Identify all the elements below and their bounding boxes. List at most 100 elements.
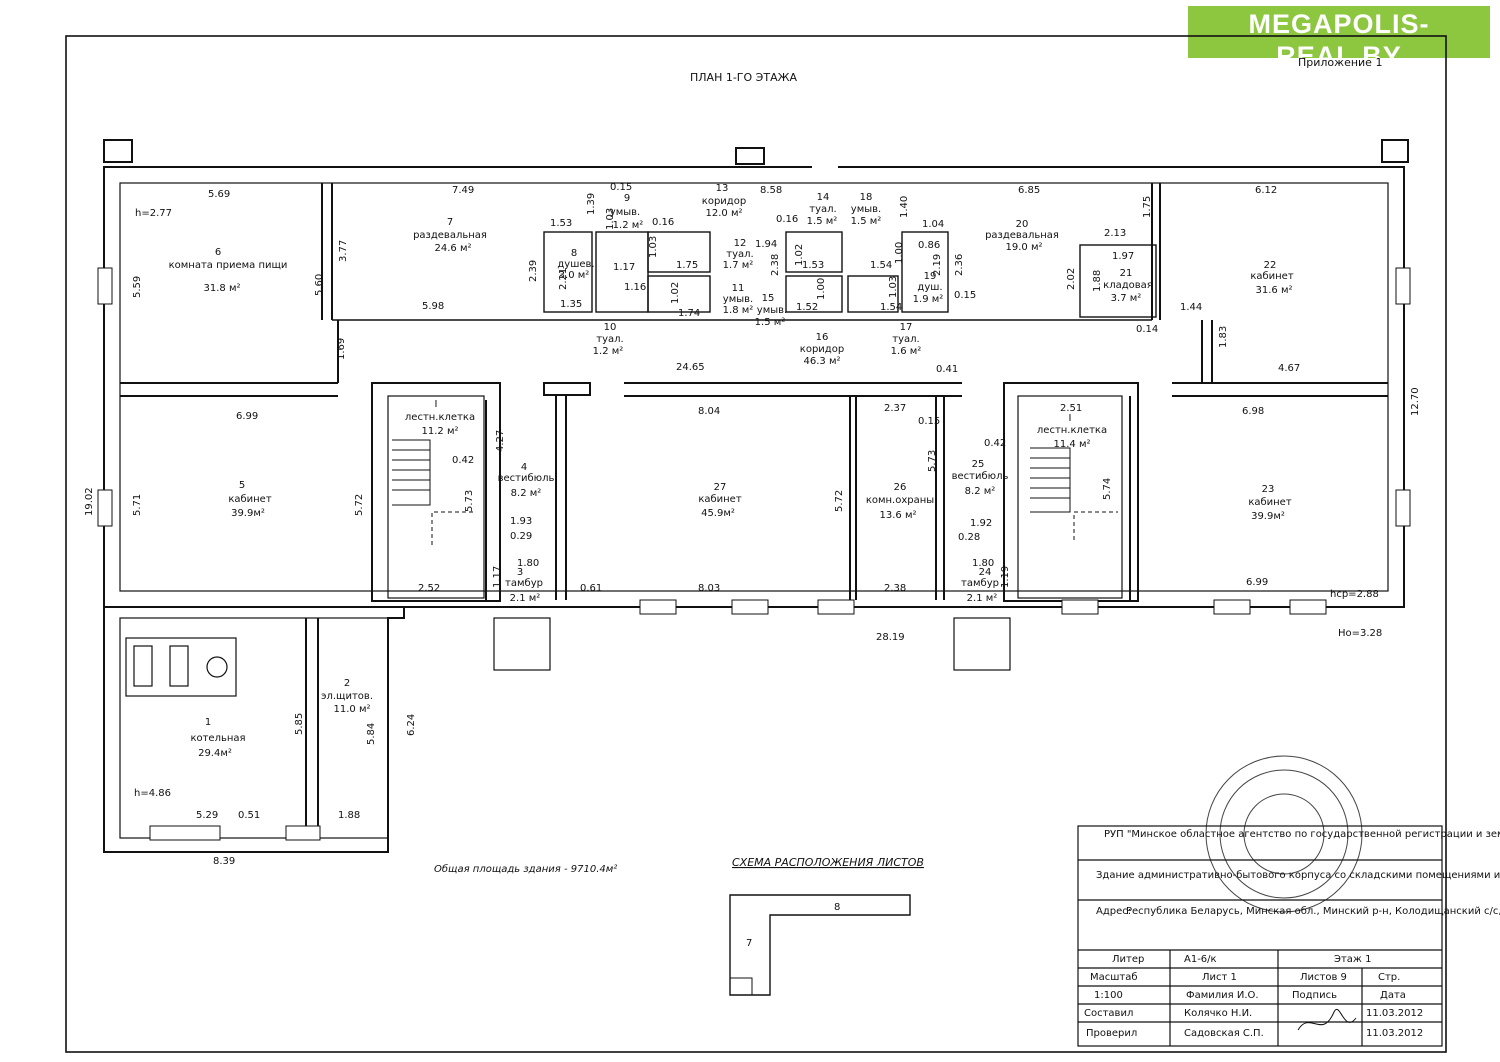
svg-text:душ.: душ. [917,282,942,293]
svg-text:1: 1 [205,717,211,728]
svg-text:туал.: туал. [726,249,753,260]
scheme-title: СХЕМА РАСПОЛОЖЕНИЯ ЛИСТОВ [732,856,924,869]
svg-text:h=4.86: h=4.86 [134,788,171,799]
svg-text:1.44: 1.44 [1180,302,1202,313]
svg-text:кабинет: кабинет [1250,271,1294,282]
svg-text:Фамилия И.О.: Фамилия И.О. [1186,990,1259,1001]
svg-text:1.03: 1.03 [648,236,659,258]
svg-text:Адрес:: Адрес: [1096,906,1131,917]
svg-text:1.7 м²: 1.7 м² [723,260,754,271]
svg-text:1.80: 1.80 [517,558,539,569]
svg-text:0.16: 0.16 [652,217,674,228]
svg-text:2.36: 2.36 [954,254,965,276]
svg-text:2.19: 2.19 [932,254,943,276]
svg-text:8.03: 8.03 [698,583,720,594]
svg-text:умыв.: умыв. [757,305,787,316]
svg-text:2.13: 2.13 [1104,228,1126,239]
svg-text:2.51: 2.51 [1060,403,1082,414]
svg-text:5.84: 5.84 [366,723,377,745]
svg-text:Проверил: Проверил [1086,1028,1137,1039]
svg-text:6.99: 6.99 [1246,577,1268,588]
svg-text:Колячко Н.И.: Колячко Н.И. [1184,1008,1252,1019]
svg-text:туал.: туал. [596,334,623,345]
total-area: Общая площадь здания - 9710.4м² [434,863,617,875]
svg-text:15: 15 [762,293,775,304]
sheet-layout-scheme: СХЕМА РАСПОЛОЖЕНИЯ ЛИСТОВ 8 7 [729,856,924,996]
svg-text:5.59: 5.59 [132,276,143,298]
svg-text:1.04: 1.04 [922,219,944,230]
svg-text:кабинет: кабинет [698,494,742,505]
svg-text:Подпись: Подпись [1292,990,1337,1001]
svg-text:0.86: 0.86 [918,240,940,251]
svg-text:Здание административно-бытовог: Здание административно-бытового корпуса … [1096,870,1500,881]
svg-text:20: 20 [1016,219,1029,230]
svg-text:0.15: 0.15 [954,290,976,301]
svg-text:0.42: 0.42 [984,438,1006,449]
svg-text:0.16: 0.16 [776,214,798,225]
svg-text:4.67: 4.67 [1278,363,1300,374]
svg-text:1.03: 1.03 [888,276,899,298]
svg-text:5.72: 5.72 [354,494,365,516]
svg-text:11.4 м²: 11.4 м² [1054,439,1091,450]
svg-text:6.99: 6.99 [236,411,258,422]
svg-text:31.8 м²: 31.8 м² [204,283,241,294]
svg-text:2.52: 2.52 [418,583,440,594]
logo-name: MEGAPOLIS-REAL.BY [1248,9,1430,71]
svg-text:12.70: 12.70 [1410,387,1421,416]
svg-text:19.0 м²: 19.0 м² [1006,242,1043,253]
svg-text:7: 7 [746,938,752,949]
svg-text:2.02: 2.02 [1066,268,1077,290]
svg-text:1.9 м²: 1.9 м² [913,294,944,305]
logo-tagline: портал о коммерческой недвижимости в Бел… [1209,73,1469,85]
svg-text:тамбур: тамбур [505,578,543,589]
organization-stamp [1205,755,1363,913]
site-logo[interactable]: MEGAPOLIS-REAL.BY портал о коммерческой … [1188,6,1490,85]
svg-text:Этаж 1: Этаж 1 [1334,954,1372,965]
svg-text:7: 7 [447,217,453,228]
svg-text:1.39: 1.39 [586,193,597,215]
svg-text:1.83: 1.83 [1218,326,1229,348]
svg-text:комната приема пищи: комната приема пищи [169,260,288,271]
svg-text:0.28: 0.28 [958,532,980,543]
svg-text:1.92: 1.92 [970,518,992,529]
svg-text:1.6 м²: 1.6 м² [891,346,922,357]
svg-text:22: 22 [1264,260,1277,271]
svg-text:0.15: 0.15 [610,182,632,193]
svg-text:31.6 м²: 31.6 м² [1256,285,1293,296]
svg-text:4.27: 4.27 [495,430,506,452]
svg-text:Ho=3.28: Ho=3.28 [1338,628,1382,639]
svg-text:46.3 м²: 46.3 м² [804,356,841,367]
svg-text:6.12: 6.12 [1255,185,1277,196]
svg-text:1.00: 1.00 [894,242,905,264]
svg-text:24.6 м²: 24.6 м² [435,243,472,254]
svg-text:Литер: Литер [1112,954,1144,965]
svg-text:28.19: 28.19 [876,632,905,643]
svg-text:1.16: 1.16 [624,282,646,293]
svg-text:1.54: 1.54 [880,302,902,313]
svg-text:2.39: 2.39 [528,260,539,282]
svg-text:1.00: 1.00 [816,278,827,300]
svg-text:душев.: душев. [557,259,594,270]
svg-text:7.49: 7.49 [452,185,474,196]
svg-text:кабинет: кабинет [1248,497,1292,508]
svg-text:Садовская С.П.: Садовская С.П. [1184,1028,1264,1039]
svg-text:1.40: 1.40 [899,196,910,218]
svg-text:0.61: 0.61 [580,583,602,594]
svg-text:5.73: 5.73 [464,490,475,512]
room-2: 2эл.щитов.11.0 м² [321,678,373,715]
svg-text:1.2 м²: 1.2 м² [613,220,644,231]
svg-text:раздевальная: раздевальная [413,230,487,241]
svg-text:24: 24 [979,567,992,578]
